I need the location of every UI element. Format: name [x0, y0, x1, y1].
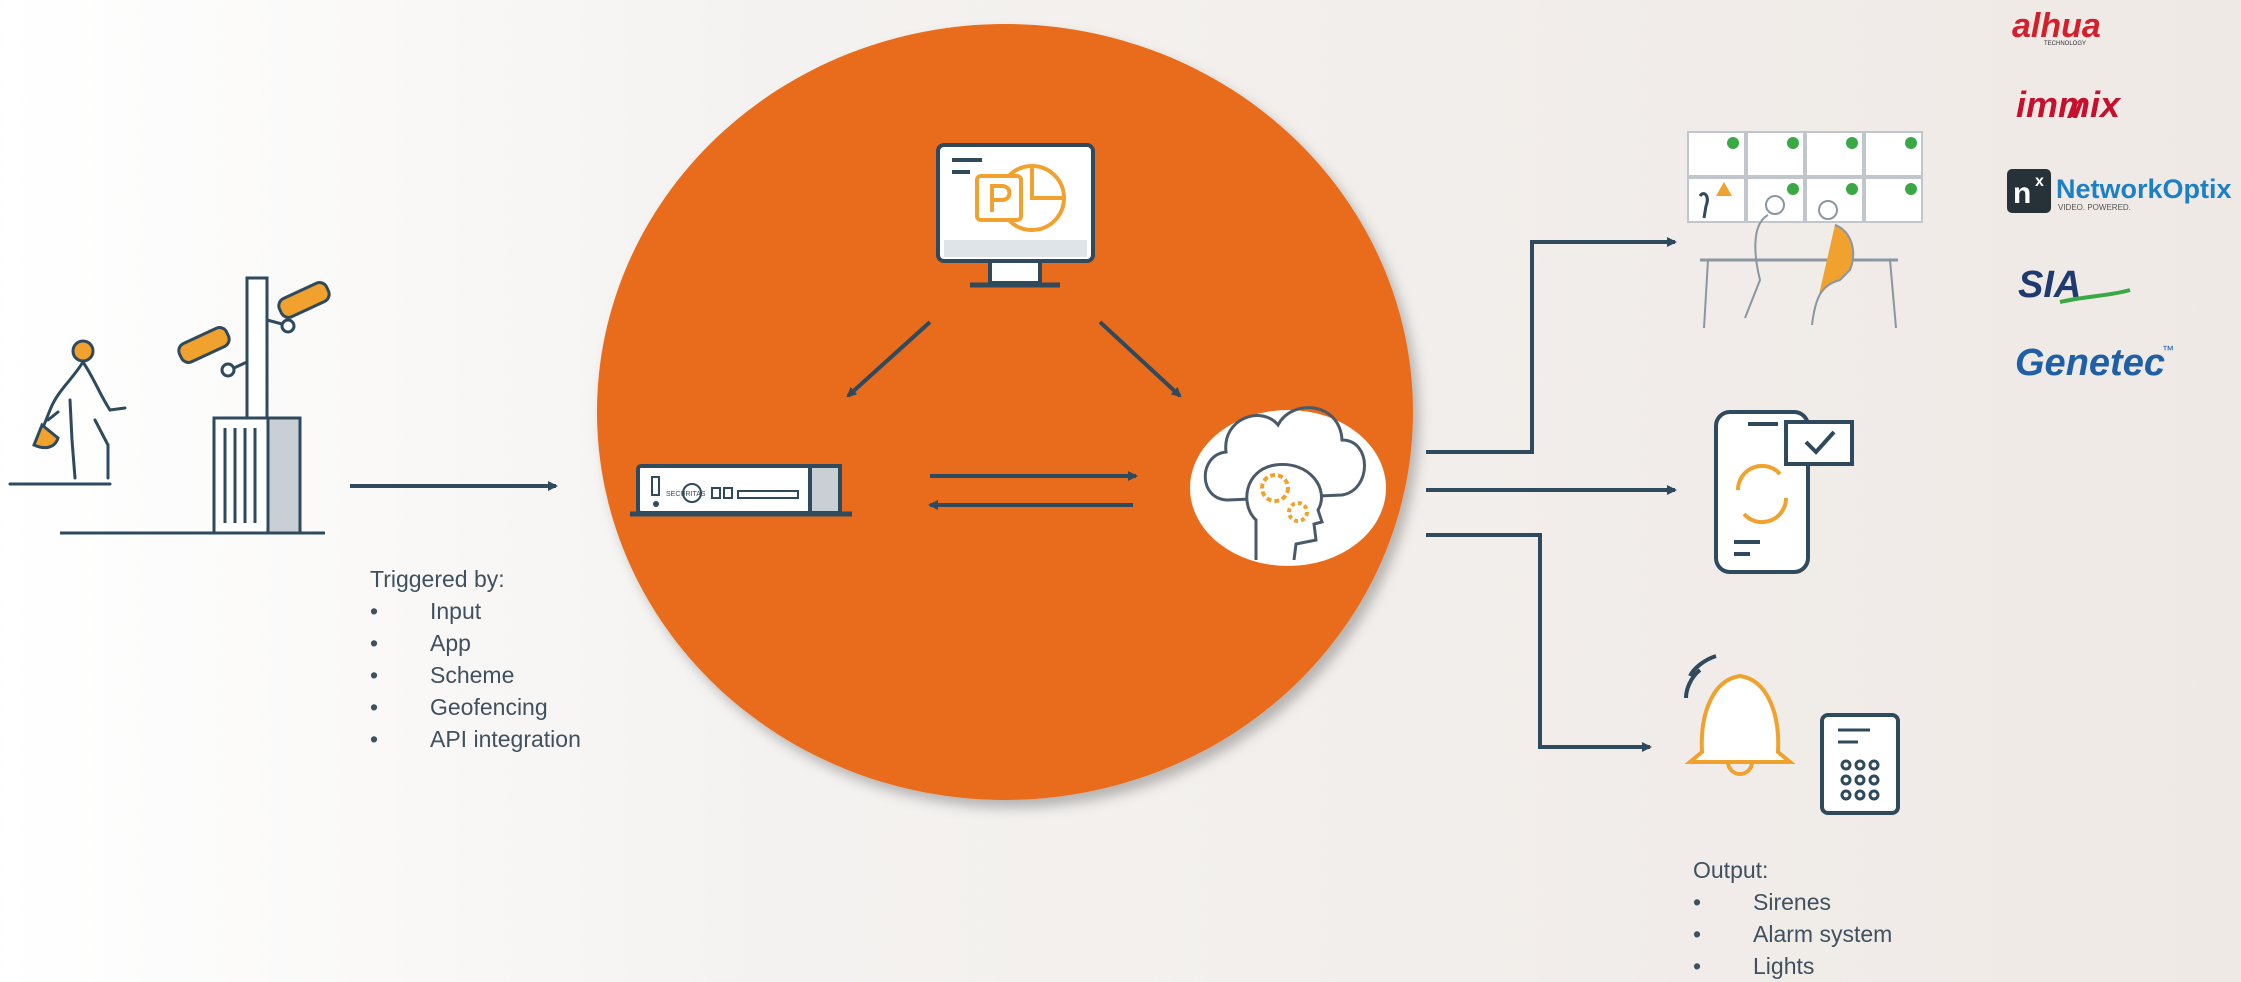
output-list-heading: Output: [1693, 857, 1769, 883]
svg-text:VIDEO. POWERED.: VIDEO. POWERED. [2058, 203, 2131, 212]
monitor-icon [936, 143, 1095, 288]
svg-text:NetworkOptix: NetworkOptix [2056, 174, 2232, 204]
svg-text:alhua: alhua [2012, 7, 2101, 45]
svg-text:x: x [2035, 173, 2044, 190]
alarm-device-icon: SECURITAS [630, 464, 852, 517]
arrow-to-control-room [1426, 237, 1677, 454]
central-orange-circle [597, 24, 1413, 800]
svg-text:Genetec: Genetec [2015, 342, 2165, 384]
svg-text:immix: immix [2016, 84, 2122, 125]
list-item: Input [370, 595, 581, 627]
list-item: API integration [370, 723, 581, 755]
networkoptix-logo: n x NetworkOptix VIDEO. POWERED. [2007, 169, 2232, 213]
mobile-app-icon [1714, 410, 1854, 574]
list-item: Lights [1693, 950, 1892, 982]
intruder-icon [8, 339, 127, 486]
ai-cloud-head-icon [1190, 406, 1386, 566]
list-item: Alarm system [1693, 918, 1892, 950]
trigger-items: Input App Scheme Geofencing API integrat… [370, 595, 581, 755]
svg-text:TECHNOLOGY: TECHNOLOGY [2044, 41, 2086, 47]
svg-text:n: n [2013, 177, 2031, 210]
list-item: App [370, 627, 581, 659]
arrow-monitor-to-device [846, 320, 932, 398]
dahua-logo: alhua TECHNOLOGY [2012, 7, 2101, 47]
list-item: Scheme [370, 659, 581, 691]
output-items: Sirenes Alarm system Lights [1693, 886, 1892, 982]
list-item: Sirenes [1693, 886, 1892, 918]
svg-text:™: ™ [2162, 343, 2174, 357]
sia-logo: SIA [2018, 264, 2131, 306]
arrow-monitor-to-ai [1098, 320, 1182, 398]
immix-logo: immix [2016, 84, 2122, 125]
trigger-list: Triggered by: Input App Scheme Geofencin… [370, 563, 581, 755]
trigger-list-heading: Triggered by: [370, 566, 505, 592]
genetec-logo: Genetec ™ [2015, 342, 2174, 384]
camera-pole-icon [60, 276, 331, 535]
list-item: Geofencing [370, 691, 581, 723]
device-label: SECURITAS [666, 491, 706, 498]
control-room-icon [1687, 131, 1923, 329]
arrow-to-siren [1426, 533, 1652, 752]
siren-keypad-icon [1684, 654, 1900, 815]
output-list: Output: Sirenes Alarm system Lights [1693, 854, 1892, 982]
